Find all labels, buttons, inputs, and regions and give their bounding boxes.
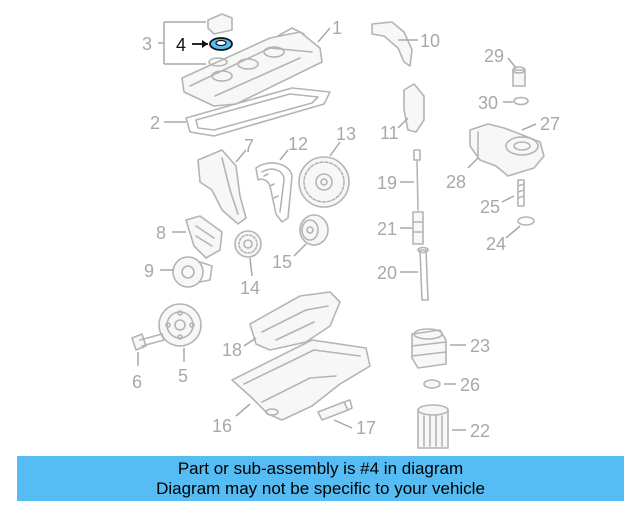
leader-13 <box>329 141 341 157</box>
callout-7: 7 <box>244 136 254 156</box>
callout-6: 6 <box>132 372 142 392</box>
callout-1: 1 <box>332 18 342 38</box>
callout-2: 2 <box>150 113 160 133</box>
part-27-filter-housing <box>469 123 545 177</box>
part-22-oil-filter <box>417 404 449 449</box>
callout-22: 22 <box>470 421 490 441</box>
leader-18 <box>243 337 257 347</box>
callout-23: 23 <box>470 336 490 356</box>
callout-27: 27 <box>540 114 560 134</box>
callout-29: 29 <box>484 46 504 66</box>
part-23-oil-cooler <box>411 328 447 369</box>
callout-21: 21 <box>377 219 397 239</box>
callout-20: 20 <box>377 263 397 283</box>
part-21-tube-upper <box>412 211 424 245</box>
callout-13: 13 <box>336 124 356 144</box>
leader-1 <box>317 27 331 43</box>
part-4-seal <box>209 37 233 51</box>
diagram-notice-banner: Part or sub-assembly is #4 in diagram Di… <box>17 456 624 501</box>
part-19-dipstick <box>413 149 421 211</box>
part-24-o-ring <box>517 216 535 226</box>
part-10-timing-cover-upper <box>371 21 413 67</box>
leader-15 <box>293 243 307 257</box>
callout-14: 14 <box>240 278 260 298</box>
callout-28: 28 <box>446 172 466 192</box>
part-17-sealant <box>317 399 353 421</box>
part-25-stud <box>517 179 525 207</box>
part-16-oil-pan <box>231 339 371 421</box>
leader-29 <box>507 57 517 69</box>
leader-24 <box>505 225 521 239</box>
callout-19: 19 <box>377 173 397 193</box>
callout-10: 10 <box>420 31 440 51</box>
callout-26: 26 <box>460 375 480 395</box>
part-8-bracket <box>185 215 223 259</box>
part-9-tensioner <box>172 256 213 288</box>
part-1-valve-cover <box>181 27 323 107</box>
part-12-timing-belt <box>255 162 293 223</box>
callout-30: 30 <box>478 93 498 113</box>
callout-16: 16 <box>212 416 232 436</box>
parts-diagram: 1 2 3 4 10 11 29 30 <box>131 13 560 449</box>
part-30-washer <box>513 96 529 106</box>
callout-4: 4 <box>176 35 186 55</box>
leader-25 <box>501 195 515 203</box>
callout-24: 24 <box>486 234 506 254</box>
leader-4-arrow <box>202 40 208 48</box>
part-26-gasket <box>423 379 441 389</box>
callout-11: 11 <box>380 123 399 143</box>
callout-3: 3 <box>142 34 152 54</box>
leader-11 <box>397 117 409 129</box>
banner-line-2: Diagram may not be specific to your vehi… <box>156 479 485 498</box>
part-2-gasket <box>185 87 331 137</box>
leader-28 <box>467 157 479 169</box>
callout-9: 9 <box>144 261 154 281</box>
callout-8: 8 <box>156 223 166 243</box>
part-15-idler <box>299 214 329 246</box>
part-29-plug <box>512 66 526 87</box>
part-5-crank-pulley <box>158 303 202 347</box>
part-6-bolt <box>131 333 165 351</box>
leader-16 <box>235 403 251 417</box>
part-3-oil-cap <box>207 13 233 67</box>
banner-line-1: Part or sub-assembly is #4 in diagram <box>177 459 464 478</box>
part-7-timing-cover-lower <box>197 149 247 225</box>
callout-18: 18 <box>222 340 242 360</box>
part-13-cam-sprocket <box>298 156 350 208</box>
part-11-timing-cover-mid <box>403 83 425 133</box>
callout-5: 5 <box>178 366 188 386</box>
callout-25: 25 <box>480 197 500 217</box>
callout-15: 15 <box>272 252 292 272</box>
leader-12 <box>279 149 289 161</box>
part-20-tube-lower <box>417 246 429 301</box>
part-18-baffle <box>249 291 341 351</box>
leader-7 <box>235 149 247 163</box>
leader-14 <box>249 257 253 277</box>
leader-27 <box>521 123 537 131</box>
leader-17 <box>333 419 353 429</box>
leader-3 <box>158 21 206 65</box>
part-14-sprocket <box>234 230 262 258</box>
callout-12: 12 <box>288 134 308 154</box>
callout-17: 17 <box>356 418 376 438</box>
